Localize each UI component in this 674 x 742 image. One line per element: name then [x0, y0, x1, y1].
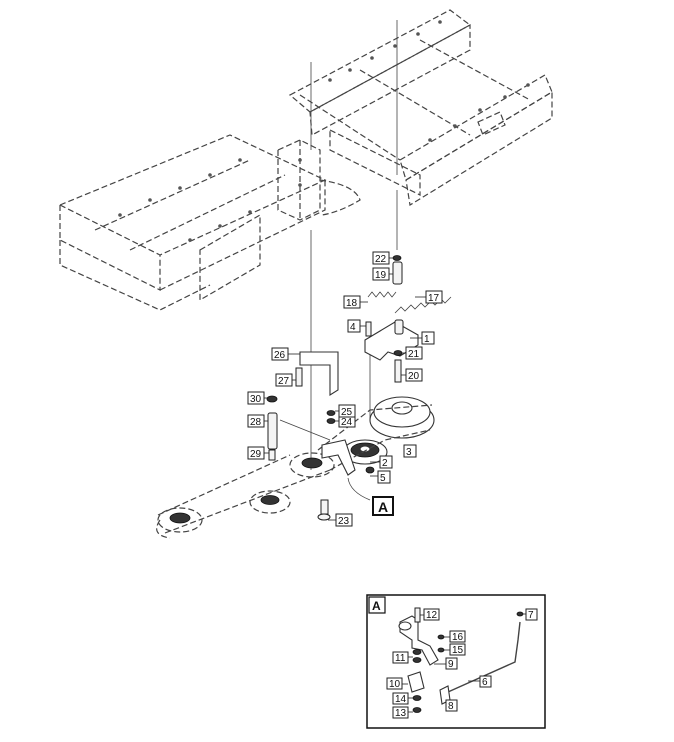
callout-box-9 — [445, 657, 458, 670]
callout-8: 8 — [448, 701, 454, 712]
callout-box-21 — [405, 346, 423, 360]
callout-box-6 — [479, 675, 492, 688]
callout-box-13 — [392, 706, 409, 719]
callout-9: 9 — [448, 659, 454, 670]
callout-box-15 — [449, 643, 466, 656]
detail-inset-label: A — [372, 599, 381, 613]
callout-box-20 — [405, 368, 423, 382]
callout-6: 6 — [482, 677, 488, 688]
callout-box-23 — [335, 513, 353, 527]
callout-20: 20 — [408, 371, 420, 382]
callout-box-26 — [271, 347, 289, 361]
callout-1: 1 — [424, 334, 430, 345]
callout-box-3 — [403, 444, 417, 458]
callout-7: 7 — [528, 610, 534, 621]
callout-18: 18 — [346, 298, 358, 309]
callout-29: 29 — [250, 449, 262, 460]
callout-30: 30 — [250, 394, 262, 405]
assembly-lines — [279, 20, 398, 470]
callout-box-5 — [377, 470, 391, 484]
idler-bracket-assembly — [364, 255, 452, 383]
callout-26: 26 — [274, 350, 286, 361]
callout-12: 12 — [426, 610, 438, 621]
callout-box-30 — [247, 391, 265, 405]
callout-box-28 — [247, 414, 265, 428]
main-callouts: 1 2 3 4 5 17 18 19 20 21 — [247, 251, 443, 527]
callout-15: 15 — [452, 645, 464, 656]
callout-box-17 — [425, 290, 443, 304]
callout-box-4 — [347, 319, 361, 333]
callout-box-2 — [379, 455, 393, 469]
callout-5: 5 — [380, 473, 386, 484]
callout-box-1 — [421, 331, 435, 345]
callout-11: 11 — [395, 653, 406, 664]
callout-22: 22 — [375, 254, 387, 265]
callout-box-12 — [423, 608, 440, 621]
mount-bracket — [266, 351, 339, 461]
detail-pointer-label: A — [378, 499, 388, 515]
callout-21: 21 — [408, 349, 420, 360]
detail-pointer: A — [372, 496, 394, 516]
callout-24: 24 — [341, 417, 353, 428]
callout-box-8 — [445, 699, 458, 712]
callout-box-22 — [372, 251, 390, 265]
callout-box-29 — [247, 446, 265, 460]
callout-13: 13 — [395, 708, 407, 719]
callout-box-27 — [275, 373, 293, 387]
pulleys-and-belt — [156, 396, 435, 539]
callout-box-19 — [372, 267, 390, 281]
callout-23: 23 — [338, 516, 350, 527]
callout-17: 17 — [428, 293, 440, 304]
callout-10: 10 — [389, 679, 401, 690]
callout-16: 16 — [452, 632, 464, 643]
callout-box-14 — [392, 692, 409, 705]
callout-box-7 — [525, 608, 538, 621]
tractor-frame — [58, 9, 553, 311]
callout-3: 3 — [406, 447, 412, 458]
callout-2: 2 — [382, 458, 388, 469]
callout-28: 28 — [250, 417, 262, 428]
callout-box-10 — [386, 677, 403, 690]
callout-4: 4 — [350, 322, 356, 333]
callout-27: 27 — [278, 376, 290, 387]
callout-14: 14 — [395, 694, 407, 705]
callout-25: 25 — [341, 407, 353, 418]
callout-box-18 — [343, 295, 361, 309]
callout-box-16 — [449, 630, 466, 643]
callout-box-11 — [392, 651, 409, 664]
callout-box-25 — [338, 404, 356, 418]
detail-a-inset: A 7 12 16 15 — [366, 594, 546, 729]
callout-19: 19 — [375, 270, 387, 281]
